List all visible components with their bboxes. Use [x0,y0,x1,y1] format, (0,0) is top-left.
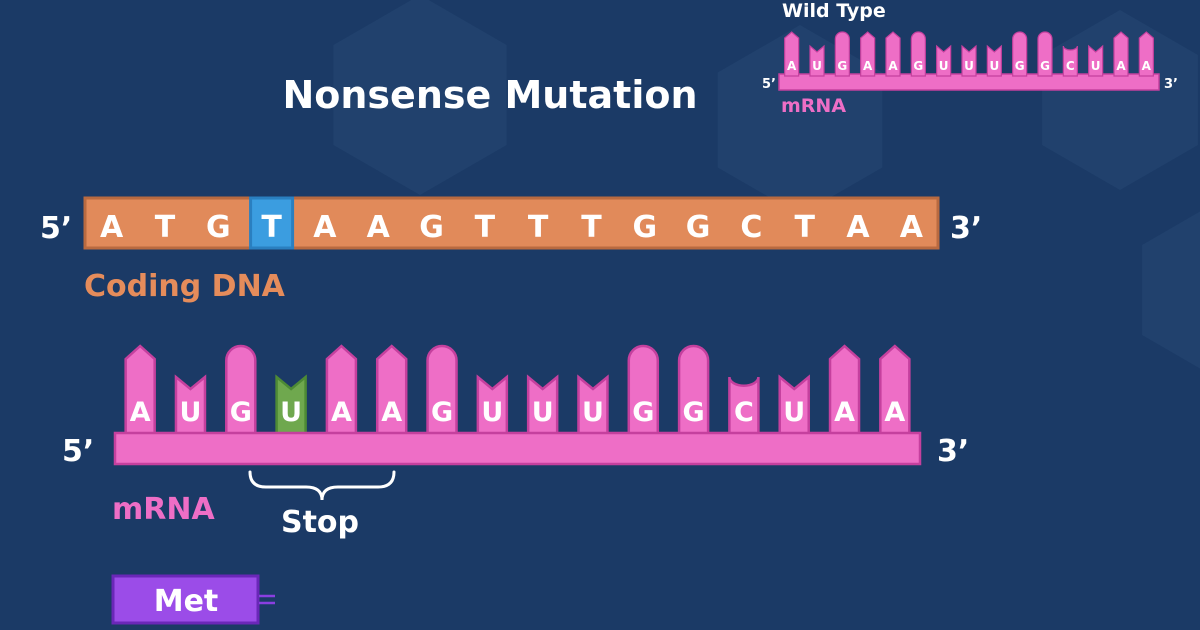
wild-type-base: A [1142,59,1152,73]
amino-acid-chain: Met [111,574,275,625]
met-amino-acid-box [111,574,260,625]
wild-type-base-shape [961,44,977,77]
wild-type-base: A [787,59,797,73]
wild-type-base-shape [1012,31,1028,77]
wild-type-base: C [1066,59,1075,73]
wild-type-base: A [888,59,898,73]
mrna-three-prime: 3’ [937,434,969,469]
mrna-base: A [884,397,905,428]
wild-type-mrna-label: mRNA [781,95,846,117]
mrna-base: A [130,397,151,428]
wild-type-base-shape [1138,31,1154,77]
wild-type-base-shape [809,44,825,77]
dna-base: T [581,210,602,245]
wild-type-five-prime: 5’ [762,77,776,92]
dna-base: A [900,210,924,245]
met-amino-acid-label: Met [154,584,219,619]
wild-type-title: Wild Type [782,0,886,22]
mrna-five-prime: 5’ [62,434,94,469]
mrna-base: U [532,397,554,428]
background-hexagon [1142,211,1200,369]
wild-type-base-shape [1062,45,1078,77]
wild-type-base-shape [936,44,952,77]
mrna-base: G [632,397,654,428]
dna-base: C [740,210,762,245]
wild-type-base-shape [1088,44,1104,77]
dna-base: T [475,210,496,245]
mrna-base: C [734,397,754,428]
dna-base: A [100,210,124,245]
mrna-base: U [481,397,503,428]
wild-type-base: A [863,59,873,73]
background-hexagon [1042,10,1198,190]
stop-codon-label: Stop [281,505,359,540]
wild-type-base: U [1091,59,1101,73]
coding-dna-label: Coding DNA [84,269,286,304]
page-title: Nonsense Mutation [282,73,697,117]
dna-base: G [632,210,657,245]
mrna-backbone [113,431,922,466]
wild-type-base: U [989,59,999,73]
dna-base: G [419,210,444,245]
wild-type-three-prime: 3’ [1164,77,1178,92]
mrna-base: G [230,397,252,428]
dna-mutation-highlight [249,196,295,250]
mrna-base-shape [677,344,710,438]
wild-type-base-shape [885,31,901,77]
dna-base: T [155,210,176,245]
dna-base: G [206,210,231,245]
dna-five-prime: 5’ [40,211,72,246]
mrna-base: A [834,397,855,428]
wild-type-base-shape [784,31,800,77]
wild-type-base-shape [834,31,850,77]
mrna-base: G [683,397,705,428]
mrna-base-shape [728,376,760,438]
wild-type-base: G [1040,59,1050,73]
dna-base: T [794,210,815,245]
stop-codon-brace [248,470,396,501]
dna-base-mutated: T [261,210,282,245]
background-hexagon [333,0,507,195]
mrna-base: U [180,397,202,428]
wild-type-base: U [812,59,822,73]
mrna-base: U [582,397,604,428]
wild-type-inset: Wild Type A U G A A G U U U G G C U A A 5’ 3’ mRNA [762,0,1178,117]
mrna-base-mutated: U [280,397,302,428]
dna-strand-bar [83,196,940,250]
background-hexagon [717,25,883,215]
wild-type-base: U [939,59,949,73]
dna-base: A [367,210,391,245]
mrna-base: U [783,397,805,428]
mrna-base-shape [426,344,458,438]
wild-type-base-shape [910,31,926,77]
mrna-base-shape [225,344,257,438]
wild-type-base: A [1116,59,1126,73]
wild-type-base-shape [986,44,1002,77]
wild-type-base-shape [1037,31,1053,77]
dna-base: A [313,210,337,245]
mrna-base: A [381,397,402,428]
dna-base: A [846,210,870,245]
mrna-base-shape [627,344,660,438]
wild-type-base: U [964,59,974,73]
wild-type-base-shape [1113,31,1129,77]
dna-base: T [528,210,549,245]
dna-three-prime: 3’ [950,211,982,246]
mrna-base: A [331,397,352,428]
wild-type-base: G [913,59,923,73]
wild-type-base-shape [860,31,876,77]
wild-type-base: G [837,59,847,73]
dna-base: G [686,210,711,245]
wild-type-base: G [1015,59,1025,73]
mrna-label: mRNA [112,492,215,527]
mrna-base: G [431,397,453,428]
